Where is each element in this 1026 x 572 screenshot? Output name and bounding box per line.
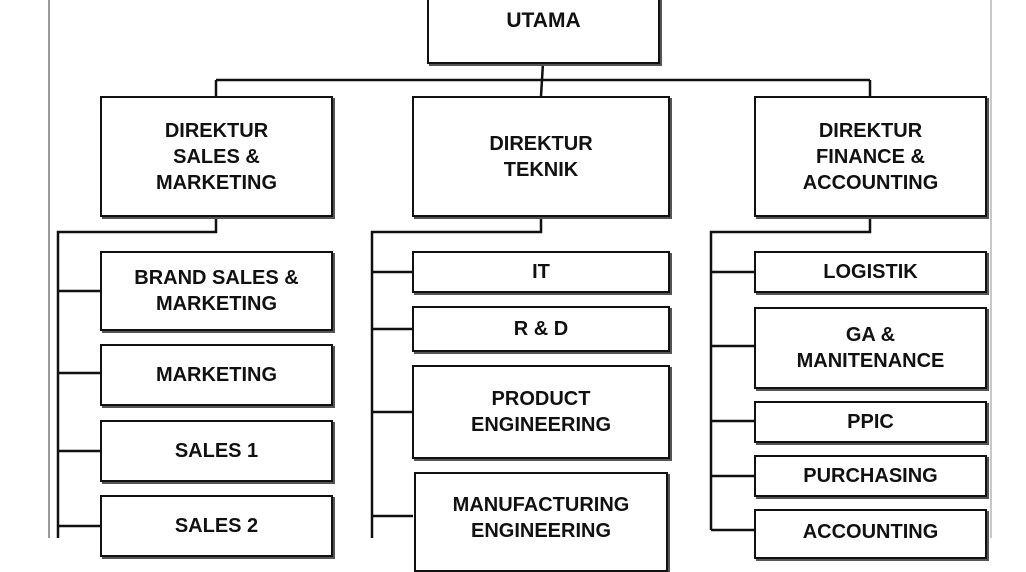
unit-label: ACCOUNTING <box>802 521 939 543</box>
unit-ppic: PPIC <box>754 401 987 443</box>
unit-label: LOGISTIK <box>823 261 918 283</box>
director-teknik: DIREKTUR TEKNIK <box>412 96 670 217</box>
unit-manufacturing-engineering: MANUFACTURING ENGINEERING <box>414 472 668 572</box>
unit-ga-maintenance: GA & MANITENANCE <box>754 307 987 389</box>
unit-label: SALES 1 <box>174 440 259 462</box>
unit-label: PPIC <box>847 411 894 433</box>
unit-label: PRODUCT ENGINEERING <box>470 388 612 436</box>
unit-sales-2: SALES 2 <box>100 495 333 557</box>
unit-accounting: ACCOUNTING <box>754 509 987 559</box>
unit-label: R & D <box>513 318 569 340</box>
unit-label: IT <box>532 261 550 283</box>
unit-label: MANUFACTURING ENGINEERING <box>452 494 630 542</box>
unit-label: MARKETING <box>155 364 278 386</box>
unit-r-and-d: R & D <box>412 306 670 352</box>
unit-brand-sales-marketing: BRAND SALES & MARKETING <box>100 251 333 331</box>
unit-marketing: MARKETING <box>100 344 333 406</box>
unit-label: PURCHASING <box>803 465 938 487</box>
unit-sales-1: SALES 1 <box>100 420 333 482</box>
unit-purchasing: PURCHASING <box>754 455 987 497</box>
director-sales-label: DIREKTUR SALES & MARKETING <box>155 119 278 194</box>
top-box-label: UTAMA <box>506 8 581 32</box>
unit-label: BRAND SALES & MARKETING <box>134 267 299 315</box>
unit-it: IT <box>412 251 670 293</box>
unit-label: SALES 2 <box>174 515 259 537</box>
page-border-right <box>990 0 992 538</box>
unit-logistik: LOGISTIK <box>754 251 987 293</box>
page-border-left <box>48 0 50 538</box>
org-connector-lines <box>56 62 872 538</box>
top-box: UTAMA <box>427 0 660 64</box>
unit-product-engineering: PRODUCT ENGINEERING <box>412 365 670 459</box>
director-finance-accounting: DIREKTUR FINANCE & ACCOUNTING <box>754 96 987 217</box>
director-finance-label: DIREKTUR FINANCE & ACCOUNTING <box>802 119 939 194</box>
director-sales-marketing: DIREKTUR SALES & MARKETING <box>100 96 333 217</box>
unit-label: GA & MANITENANCE <box>796 324 945 372</box>
director-teknik-label: DIREKTUR TEKNIK <box>489 132 593 181</box>
